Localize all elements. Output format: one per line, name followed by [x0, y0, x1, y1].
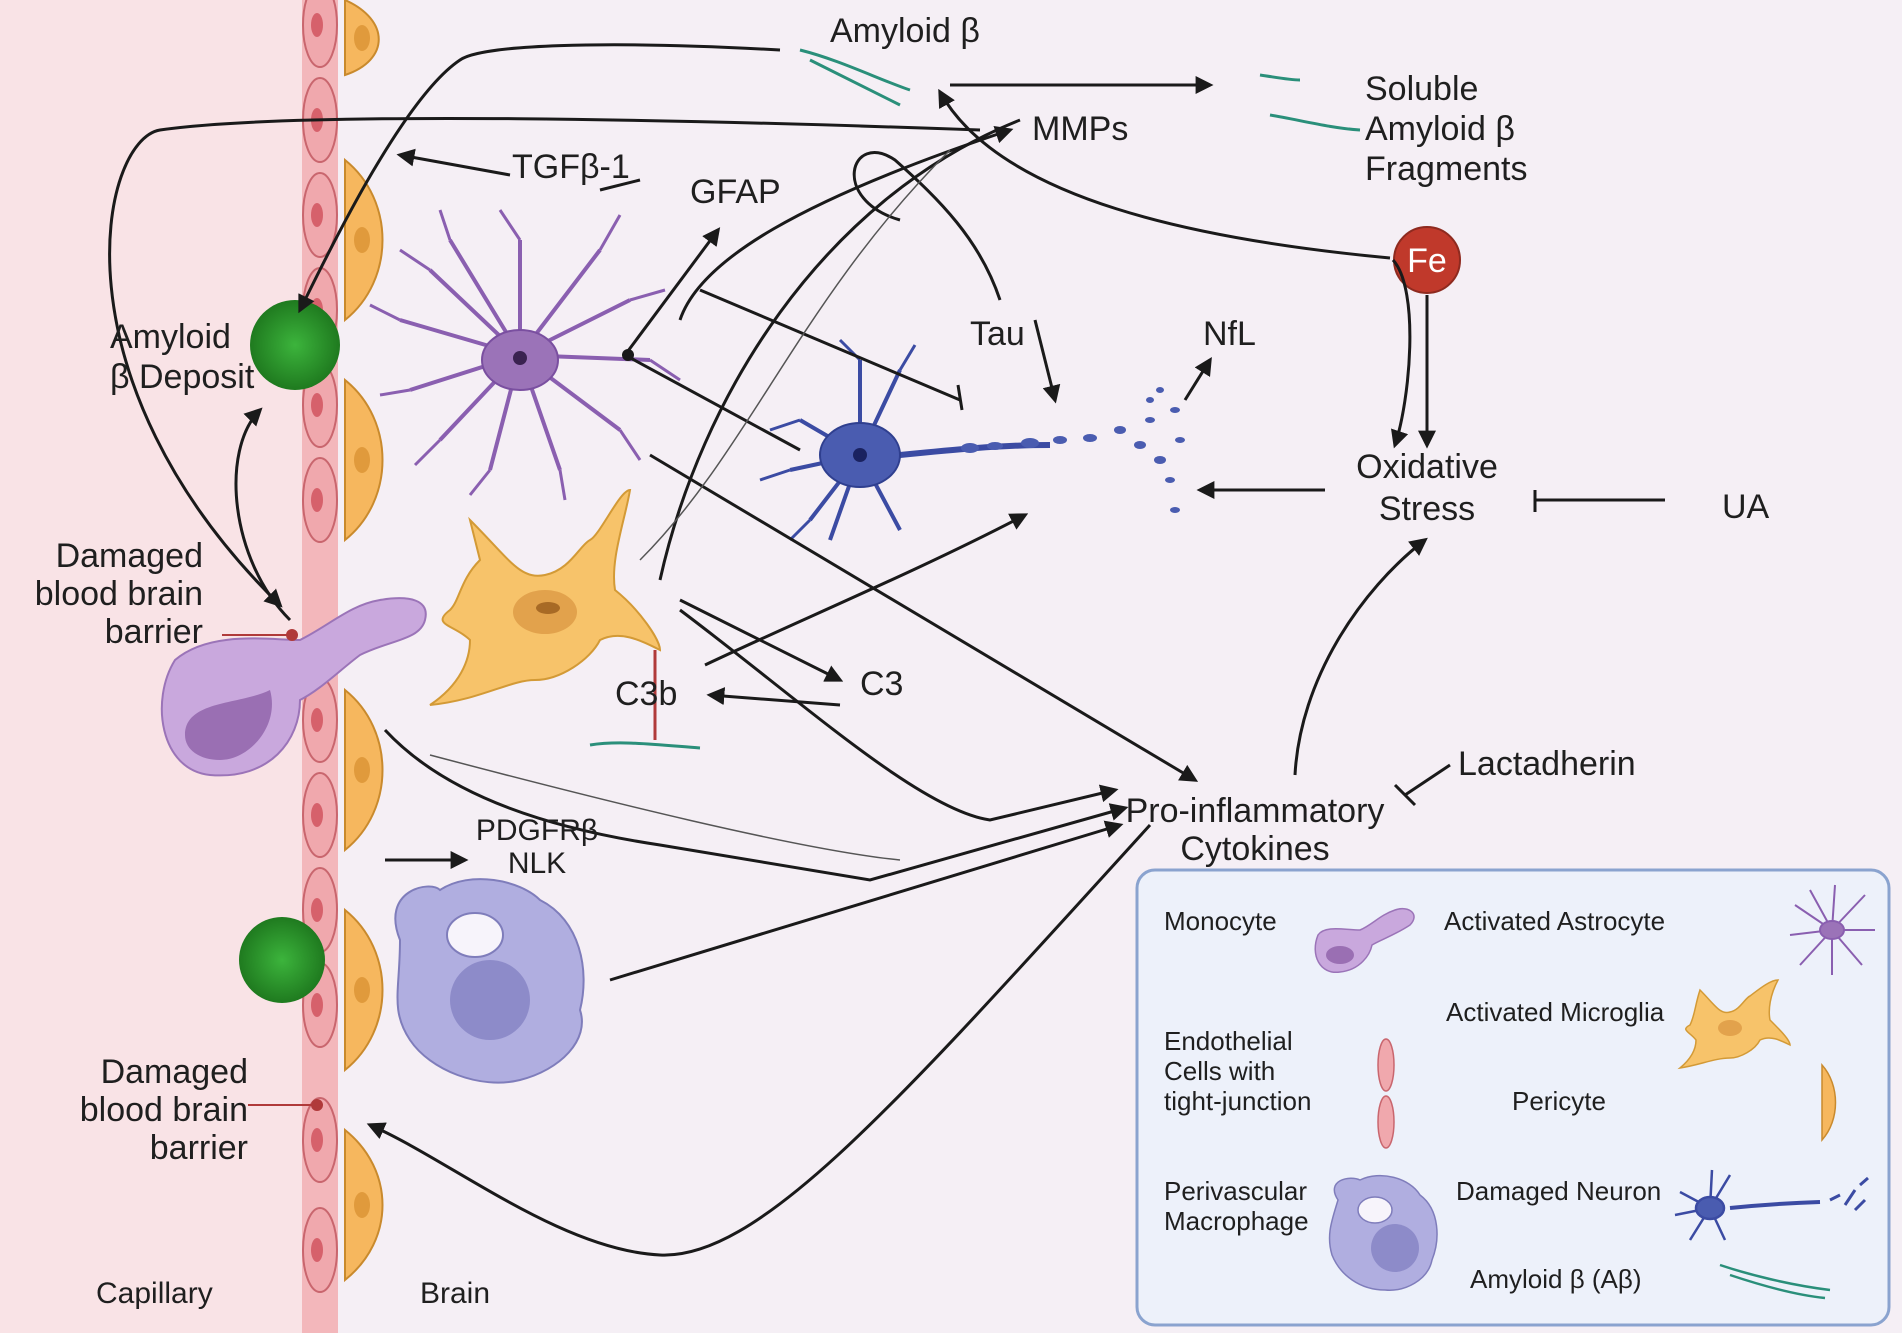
label-fe: Fe [1407, 242, 1447, 280]
label-soluble-1: Soluble [1365, 70, 1478, 108]
legend-macrophage-icon [1328, 1174, 1438, 1291]
arrow-tgfb-link [599, 178, 641, 192]
arrow-c3b-to-neuron [704, 513, 1029, 667]
legend-activated-astrocyte: Activated Astrocyte [1444, 906, 1665, 936]
legend-microglia-icon [1677, 979, 1791, 1070]
label-damaged-bbb-top-1: Damaged [56, 537, 203, 575]
legend-endothelial-2: Cells with [1164, 1056, 1275, 1086]
arrow-c3-to-c3b [706, 687, 841, 707]
legend-amyloid-ab: Amyloid β (Aβ) [1470, 1264, 1642, 1294]
label-damaged-bbb-top-2: blood brain [35, 575, 203, 613]
arrow-neuron-to-nfl [1183, 356, 1212, 401]
label-soluble-2: Amyloid β [1365, 110, 1515, 148]
inhibit-lactadherin-cytokines [1393, 763, 1451, 807]
label-mmps: MMPs [1032, 110, 1128, 148]
label-pdgfrb: PDGFRβ [476, 814, 598, 847]
label-ua: UA [1722, 488, 1770, 526]
legend-macrophage-1: Perivascular [1164, 1176, 1307, 1206]
label-lactadherin: Lactadherin [1458, 745, 1636, 783]
legend-damaged-neuron: Damaged Neuron [1456, 1176, 1661, 1206]
legend: Monocyte Activated Astrocyte Activated M… [1135, 868, 1891, 1327]
legend-macrophage-2: Macrophage [1164, 1206, 1309, 1236]
activated-astrocyte-cell [369, 209, 681, 501]
arrow-tgfb-to-pericyte [396, 148, 511, 177]
perivascular-macrophage-cell [394, 878, 585, 1084]
inhibit-bar-neuron [956, 384, 964, 411]
legend-neuron-icon [1674, 1169, 1869, 1241]
label-c3b: C3b [615, 675, 677, 713]
label-capillary: Capillary [96, 1277, 213, 1310]
neuron-axon-fragments [961, 387, 1185, 513]
legend-amyloid-icon [1719, 1263, 1831, 1300]
legend-pericyte: Pericyte [1512, 1086, 1606, 1116]
activated-microglia-cell [429, 488, 662, 706]
arrow-pericyte-to-cytokines [383, 728, 1129, 882]
label-nlk: NLK [508, 847, 566, 880]
label-c3: C3 [860, 665, 903, 703]
label-oxidative-1: Oxidative [1356, 448, 1498, 486]
arrow-macrophage-to-cytokines [609, 820, 1124, 982]
label-damaged-bbb-bottom-1: Damaged [101, 1053, 248, 1091]
arrow-fe-to-amyloid [938, 88, 1391, 260]
legend-endothelial-3: tight-junction [1164, 1086, 1311, 1116]
arrow-microglia-to-cytokines [679, 608, 1119, 822]
label-tau: Tau [970, 315, 1025, 353]
arrow-astrocyte-to-cytokines [649, 453, 1199, 782]
legend-endothelial-1: Endothelial [1164, 1026, 1293, 1056]
legend-activated-microglia: Activated Microglia [1446, 997, 1665, 1027]
legend-monocyte: Monocyte [1164, 906, 1277, 936]
arrow-cytokines-to-bbb [366, 823, 1152, 1257]
legend-monocyte-icon [1314, 908, 1415, 973]
arrow-tau-to-mmps [852, 151, 1002, 301]
label-amyloid-deposit-1: Amyloid [110, 318, 231, 356]
arrow-amyloid-to-deposit [298, 43, 781, 314]
arrow-mmps-to-bbb [108, 116, 981, 608]
label-damaged-bbb-bottom-2: blood brain [80, 1091, 248, 1129]
legend-astrocyte-icon [1789, 884, 1875, 975]
label-damaged-bbb-top-3: barrier [105, 613, 203, 651]
arrow-astrocyte-to-gfap [623, 227, 721, 356]
label-brain: Brain [420, 1277, 490, 1310]
label-damaged-bbb-bottom-3: barrier [150, 1129, 248, 1167]
legend-endothelial-icon [1377, 1038, 1395, 1149]
label-cytokines-2: Cytokines [1180, 830, 1329, 868]
inhibit-ua-oxidative [1533, 490, 1665, 512]
arrow-cytokines-to-oxidative [1293, 537, 1428, 776]
arrow-tgfb-inhibit-neuron [699, 288, 961, 402]
amyloid-deposit-top [250, 300, 340, 390]
label-tgfb1: TGFβ-1 [512, 148, 630, 186]
label-soluble-3: Fragments [1365, 150, 1528, 188]
arrow-tau-to-neuron [1033, 319, 1061, 404]
legend-pericyte-icon [1821, 1063, 1837, 1142]
label-nfl: NfL [1203, 315, 1256, 353]
label-cytokines-1: Pro-inflammatory [1126, 792, 1385, 830]
monocyte-cell [160, 597, 427, 777]
label-oxidative-2: Stress [1379, 490, 1475, 528]
arrow-fe-to-oxidative [1391, 258, 1412, 449]
arrow-astrocyte-to-mmps [678, 126, 1014, 321]
arrow-astrocyte-to-neuron [624, 353, 801, 452]
label-amyloid-beta: Amyloid β [830, 12, 980, 50]
amyloid-deposit-bottom [239, 917, 325, 1003]
amyloid-beta-fibrils [589, 48, 1361, 750]
label-amyloid-deposit-2: β Deposit [110, 358, 255, 396]
label-gfap: GFAP [690, 173, 781, 211]
arrow-deposit-monocyte [234, 407, 292, 622]
